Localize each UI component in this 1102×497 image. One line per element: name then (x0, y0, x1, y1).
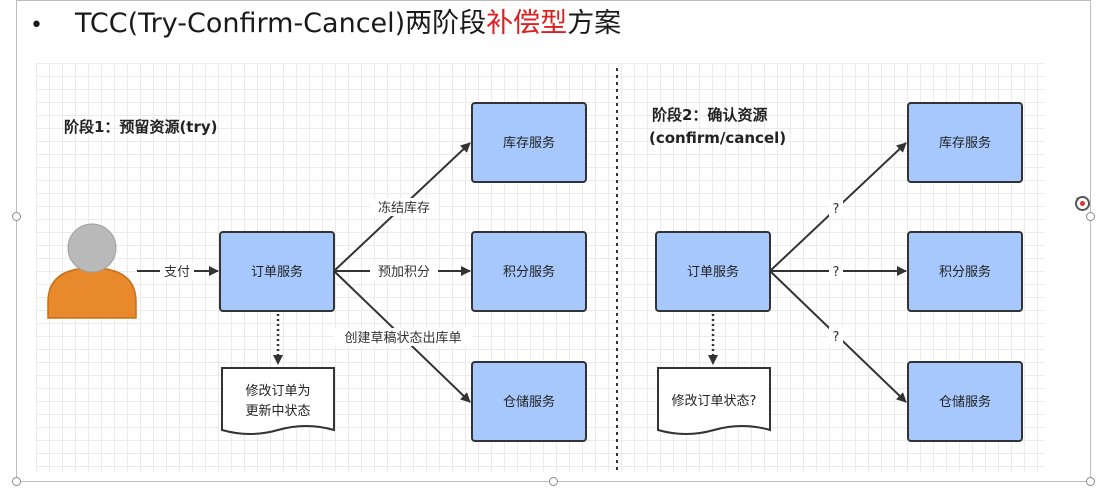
phase1-heading: 阶段1：预留资源(try) (64, 118, 218, 136)
doc2-text: 修改订单状态? (672, 394, 757, 409)
selection-frame-left (16, 0, 17, 481)
doc1-line2: 更新中状态 (245, 403, 310, 419)
points-service-box (471, 231, 587, 312)
rotate-handle-icon[interactable] (1073, 194, 1092, 213)
warehouse-service-label-2: 仓储服务 (939, 394, 991, 410)
slide-title: • TCC(Try-Confirm-Cancel)两阶段补偿型方案 (30, 4, 621, 44)
order-service-label: 订单服务 (251, 264, 303, 280)
phase2-heading-line1: 阶段2：确认资源 (652, 106, 767, 124)
selection-frame-top (16, 0, 1090, 1)
order-update-document (221, 367, 335, 435)
points-service-label-2: 积分服务 (939, 264, 991, 280)
inventory-service-label: 库存服务 (503, 135, 555, 151)
points-service-label: 积分服务 (503, 264, 555, 280)
resize-handle-bottom-right[interactable] (1086, 477, 1095, 486)
pay-label: 支付 (164, 265, 190, 280)
order-service-label-2: 订单服务 (687, 264, 739, 280)
bullet-point: • (30, 13, 43, 38)
resize-handle-bottom-center[interactable] (549, 477, 558, 486)
edge-label-q3: ? (833, 330, 840, 345)
edge-label-points: 预加积分 (378, 265, 430, 280)
resize-handle-right[interactable] (1086, 212, 1095, 221)
inventory-service-box (471, 102, 587, 183)
title-prefix: TCC(Try-Confirm-Cancel)两阶段 (75, 8, 487, 39)
warehouse-service-label: 仓储服务 (503, 394, 555, 410)
inventory-service-label-2: 库存服务 (939, 135, 991, 151)
resize-handle-bottom-left[interactable] (12, 477, 21, 486)
doc1-line1: 修改订单为 (245, 384, 310, 399)
selection-frame-right (1090, 0, 1091, 481)
resize-handle-left[interactable] (12, 212, 21, 221)
edge-label-q2: ? (833, 265, 840, 280)
edge-label-freeze: 冻结库存 (378, 200, 430, 216)
warehouse-service-box (471, 361, 587, 442)
warehouse-service-box-2 (907, 361, 1023, 442)
edge-label-q1: ? (833, 202, 840, 217)
order-status-document (657, 367, 771, 435)
user-avatar-icon (47, 223, 137, 319)
edge-label-draft: 创建草稿状态出库单 (344, 330, 461, 346)
points-service-box-2 (907, 231, 1023, 312)
title-suffix: 方案 (567, 8, 622, 39)
title-highlight: 补偿型 (486, 8, 568, 39)
inventory-service-box-2 (907, 102, 1023, 183)
phase2-heading-line2: (confirm/cancel) (649, 129, 786, 147)
